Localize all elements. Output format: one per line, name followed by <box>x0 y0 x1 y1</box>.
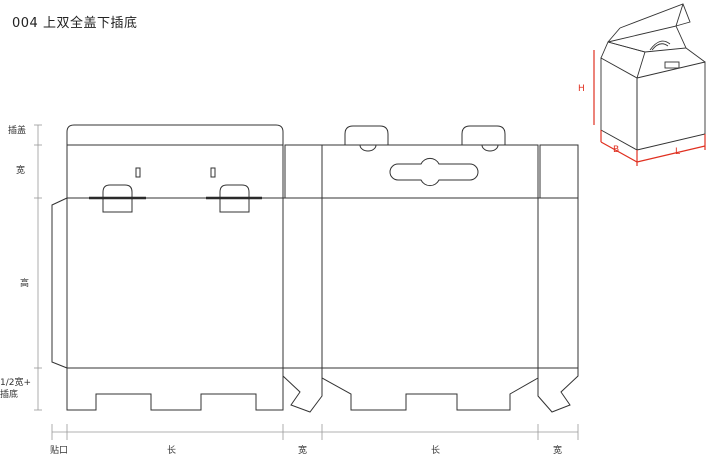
box-label-h: H <box>578 84 585 94</box>
handle-hole <box>389 157 479 187</box>
front-panel <box>66 197 284 369</box>
lock-slot <box>135 167 141 178</box>
label-width: 宽 <box>16 166 26 176</box>
label-half-width: 1/2宽+ <box>0 378 32 388</box>
box-label-l: L <box>675 147 681 157</box>
box-3d-dimensions <box>593 50 706 166</box>
bottom-dimension <box>51 424 579 440</box>
handle-tab <box>461 125 506 145</box>
lid-panel <box>66 144 284 199</box>
label-glue-flap: 贴口 <box>50 446 69 456</box>
bottom-flap-side-1 <box>282 368 323 413</box>
back-lid-panel <box>321 144 539 199</box>
lock-tab <box>102 184 133 213</box>
lock-slot <box>210 167 216 178</box>
tuck-lid-flap <box>66 124 284 145</box>
label-length-1: 长 <box>167 446 177 456</box>
side-flap-top-1 <box>284 144 323 199</box>
back-panel <box>321 197 539 369</box>
lock-tab <box>219 184 250 213</box>
label-width-1: 宽 <box>298 446 308 456</box>
side-flap-top-2 <box>539 144 579 199</box>
side-panel-1 <box>282 197 323 369</box>
label-width-2: 宽 <box>553 446 563 456</box>
glue-flap <box>51 197 68 369</box>
handle-tab <box>344 125 389 145</box>
left-dimension <box>34 124 42 411</box>
label-tuck-bottom: 插底 <box>0 390 19 400</box>
bottom-flap-side-2 <box>537 368 579 413</box>
box-3d-illustration <box>600 3 706 151</box>
bottom-flap-back <box>321 368 539 411</box>
label-height: 高 <box>20 279 30 289</box>
box-label-b: B <box>613 145 620 155</box>
side-panel-2 <box>537 197 579 369</box>
diagram-title: 004 上双全盖下插底 <box>12 16 138 31</box>
label-length-2: 长 <box>431 446 441 456</box>
label-tuck-lid: 插盖 <box>8 126 27 136</box>
bottom-flap-front <box>66 368 284 411</box>
